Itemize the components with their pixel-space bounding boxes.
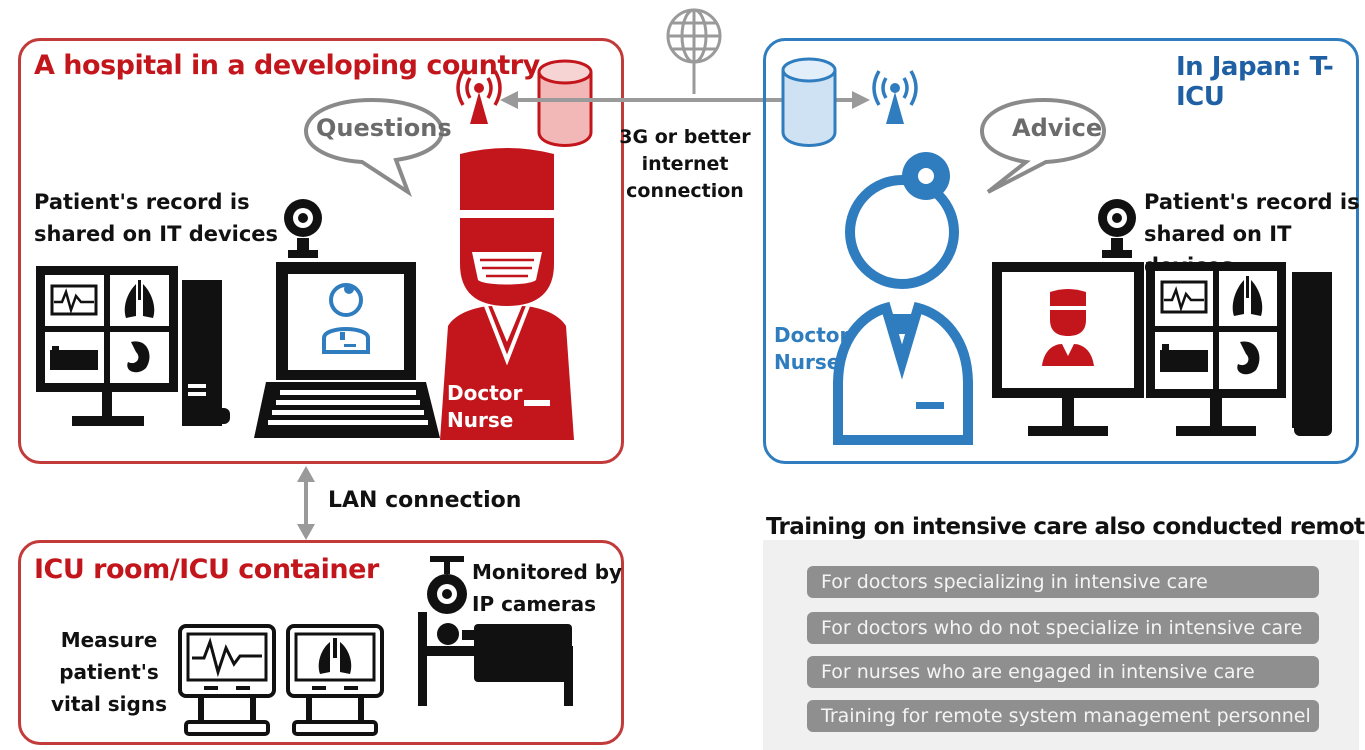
antenna-red-icon [456,70,502,124]
icu-title: ICU room/ICU container [34,554,379,585]
japan-role-label: Doctor Nurse [774,322,849,376]
icu-measure-line1: Measure [60,628,158,652]
internet-connection-line3: connection [626,180,744,202]
japan-webcam-icon [1098,199,1136,258]
japan-role-doctor: Doctor [774,323,850,347]
training-heading: Training on intensive care also conducte… [766,514,1365,540]
ip-camera-line1: Monitored by [472,560,623,584]
hospital-panel [18,38,624,464]
hospital-title: A hospital in a developing country [34,50,540,81]
advice-bubble-icon [979,97,1107,194]
database-blue-icon [781,57,837,147]
hospital-record-text: Patient's record is shared on IT devices [34,186,278,250]
japan-panel [763,38,1359,464]
laptop-icon [254,262,440,438]
icu-measure-line2: patient's [59,660,159,684]
ip-camera-text: Monitored by IP cameras [472,556,622,620]
internet-connection-line2: internet [641,153,729,175]
questions-bubble-label: Questions [316,114,452,142]
lung-monitor-icon [286,624,384,736]
japan-record-line1: Patient's record is [1144,190,1360,214]
japan-title: In Japan: T-ICU [1176,52,1334,112]
vital-signs-monitor-icon [178,624,276,736]
ip-camera-line2: IP cameras [472,592,597,616]
icu-measure-line3: vital signs [51,692,167,716]
doctor-nurse-red-icon [440,148,574,440]
icu-panel [18,540,624,745]
icu-measure-text: Measure patient's vital signs [44,624,174,720]
webcam-icon [284,199,322,258]
database-red-icon [537,59,593,147]
questions-bubble-icon [303,97,445,198]
lan-connection-label: LAN connection [328,488,522,513]
doctor-nurse-blue-icon [833,152,973,445]
internet-connection-label: 3G or better internet connection [610,124,760,205]
training-item: Training for remote system management pe… [807,700,1319,732]
ip-camera-icon [427,556,467,614]
japan-video-monitor-icon [992,262,1144,436]
advice-bubble-label: Advice [1012,114,1103,142]
japan-role-nurse: Nurse [774,350,841,374]
japan-monitor-icon [1146,262,1332,436]
hospital-record-line1: Patient's record is [34,190,250,214]
training-item: For doctors specializing in intensive ca… [807,566,1319,598]
training-item: For doctors who do not specialize in int… [807,612,1319,644]
hospital-record-line2: shared on IT devices [34,222,279,246]
internet-connection-line1: 3G or better [619,126,751,148]
hospital-monitor-icon [36,266,230,426]
globe-icon [666,8,722,94]
hospital-role-doctor: Doctor [447,381,523,405]
hospital-role-nurse: Nurse [447,408,514,432]
antenna-blue-icon [872,70,918,124]
hospital-role-label: Doctor Nurse [447,380,522,434]
lan-connection-arrow-icon [297,466,315,540]
patient-bed-icon [418,612,573,706]
training-item: For nurses who are engaged in intensive … [807,656,1319,688]
